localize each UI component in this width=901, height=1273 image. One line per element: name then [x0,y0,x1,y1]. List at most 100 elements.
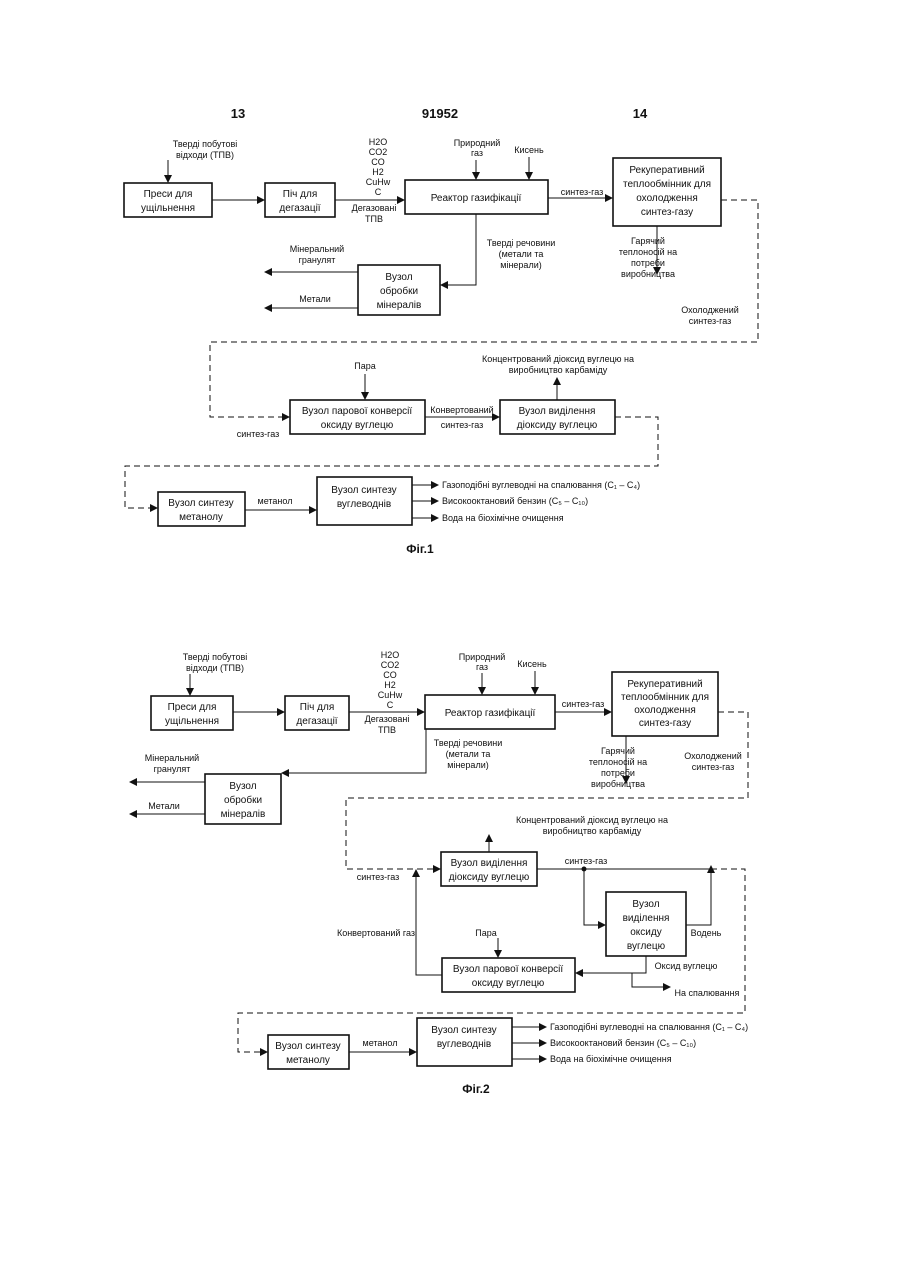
fig1-steam-label: Пара [354,361,376,371]
fig1-furnace-label-1: Піч для [283,189,317,200]
fig1-co2-sep-label-1: Вузол виділення [519,406,596,417]
fig1-steam-conv-label-2: оксиду вуглецю [321,420,394,431]
fig2-out-petrol-label: Високооктановий бензин (C₅ – C₁₀) [550,1038,696,1048]
fig2-steam-conv-label-1: Вузол парової конверсії [453,964,564,975]
fig2-gas-co: CO [383,670,397,680]
fig1-solids-label-3: мінерали) [500,260,541,270]
fig1-hot-carrier-label-1: Гарячий [631,236,665,246]
fig2-solids-label-3: мінерали) [447,760,488,770]
fig2-gas-c: C [387,700,394,710]
fig2-cooled-syngas-label-2: синтез-газ [692,762,735,772]
fig1-hot-carrier-label-3: потреби [631,258,665,268]
fig1-out-gas-label: Газоподібні вуглеводні на спалювання (C₁… [442,480,640,490]
fig1-press-label-1: Преси для [144,189,193,200]
fig2-heat-exchanger-label-2: теплообмінник для [621,691,709,703]
fig2-methanol-flow-label: метанол [363,1038,398,1048]
fig1-heat-exchanger-label-3: охолодження [636,193,698,204]
fig2-to-burn-label: На спалювання [675,988,740,998]
fig2-syngas-label: синтез-газ [562,699,605,709]
fig1-co2-sep-label-2: діоксиду вуглецю [517,420,598,431]
fig1-natural-gas-label-2: газ [471,148,483,158]
fig1-mineral-label-2: обробки [380,285,418,297]
fig2-syngas-mid-label: синтез-газ [565,856,608,866]
fig1-metals-label: Метали [299,294,331,304]
fig2-co-out-label: Оксид вуглецю [655,961,718,971]
fig2-oxygen-label: Кисень [517,659,547,669]
fig2-co-sep-label-1: Вузол [632,899,659,910]
fig2-co-sep-label-3: оксиду [630,927,661,938]
fig2-converted-gas-label: Конвертований газ [337,928,415,938]
patent-number: 91952 [422,106,458,121]
fig2-out-water-label: Вода на біохімічне очищення [550,1054,672,1064]
fig1-natural-gas-label-1: Природний [454,138,501,148]
fig1-reactor-label: Реактор газифікації [431,192,522,204]
fig2-gas-list: H2O CO2 CO H2 CuHw C [378,650,403,710]
fig2-caption: Фіг.2 [462,1082,490,1096]
fig2-hydrogen-label: Водень [691,928,722,938]
fig1-syngas-left-label: синтез-газ [237,429,280,439]
fig2-furnace-label-2: дегазації [296,716,337,727]
fig1-converted-label-1: Конвертований [430,405,493,415]
fig2-steam-label: Пара [475,928,497,938]
fig1-co2-out-label-1: Концентрований діоксид вуглецю на [482,354,634,364]
fig2-hydrocarbon-label-1: Вузол синтезу [431,1025,496,1036]
fig2-co2-out-label-2: виробництво карбаміду [543,826,642,836]
fig1-co2-out-label-2: виробництво карбаміду [509,365,608,375]
fig2-gas-co2: CO2 [381,660,400,670]
fig2-press-label-2: ущільнення [165,716,219,727]
fig2-hydrocarbon-label-2: вуглеводнів [437,1039,491,1050]
fig1-caption: Фіг.1 [406,542,434,556]
fig2-gas-cuhw: CuHw [378,690,403,700]
fig1-mineral-label-1: Вузол [385,272,412,283]
fig2-gas-h2o: H2O [381,650,400,660]
fig1-hot-carrier-label-2: теплоносій на [619,247,677,257]
fig2-gas-h2: H2 [384,680,396,690]
fig2-mineral-label-2: обробки [224,794,262,806]
fig2-hot-carrier-label-2: теплоносій на [589,757,647,767]
fig1-heat-exchanger-label-1: Рекуперативний [629,165,704,176]
fig2-methanol-label-2: метанолу [286,1055,330,1066]
fig2-syngas-left-label: синтез-газ [357,872,400,882]
page-number-right: 14 [633,106,648,121]
fig1-cooled-syngas-label-2: синтез-газ [689,316,732,326]
fig2-co2-sep-label-2: діоксиду вуглецю [449,872,530,883]
fig1-gas-co: CO [371,157,385,167]
fig2-natural-gas-label-1: Природний [459,652,506,662]
fig2-heat-exchanger-label-1: Рекуперативний [627,679,702,690]
fig2-reactor-label: Реактор газифікації [445,707,536,719]
fig2-degassed-label-2: ТПВ [378,725,396,735]
fig1-steam-conv-label-1: Вузол парової конверсії [302,406,413,417]
fig2-co2-out-label-1: Концентрований діоксид вуглецю на [516,815,668,825]
fig2-out-gas-label: Газоподібні вуглеводні на спалювання (C₁… [550,1022,748,1032]
fig2-hot-carrier-label-1: Гарячий [601,746,635,756]
fig2-granulate-label-2: гранулят [154,764,191,774]
fig1-solids-label-1: Тверді речовини [487,238,556,248]
fig2-degassed-label-1: Дегазовані [365,714,410,724]
fig2-furnace-label-1: Піч для [300,702,334,713]
fig2-mineral-label-1: Вузол [229,781,256,792]
fig1-gas-c: C [375,187,382,197]
fig2-solids-label-1: Тверді речовини [434,738,503,748]
fig1-gas-h2o: H2O [369,137,388,147]
fig1-gas-cuhw: CuHw [366,177,391,187]
fig1-msw-label-2: відходи (ТПВ) [176,150,234,160]
fig1-degassed-label-1: Дегазовані [352,203,397,213]
fig1-hydrocarbon-label-1: Вузол синтезу [331,485,396,496]
fig1-methanol-label-2: метанолу [179,512,223,523]
fig2-co-sep-label-4: вуглецю [627,941,666,952]
fig2-granulate-label-1: Мінеральний [145,753,199,763]
fig2-hot-carrier-label-4: виробництва [591,779,645,789]
fig1-mineral-label-3: мінералів [377,300,422,311]
fig2-press-label-1: Преси для [168,702,217,713]
fig1-granulate-label-1: Мінеральний [290,244,344,254]
fig1-converted-label-2: синтез-газ [441,420,484,430]
fig2-cooled-syngas-label-1: Охолоджений [684,751,742,761]
fig2-methanol-label-1: Вузол синтезу [275,1041,340,1052]
fig1-gas-co2: CO2 [369,147,388,157]
fig1-press-label-2: ущільнення [141,203,195,214]
fig1-oxygen-label: Кисень [514,145,544,155]
fig2-heat-exchanger-label-4: синтез-газу [639,718,691,729]
fig2-metals-label: Метали [148,801,180,811]
fig2-co-sep-label-2: виділення [623,913,670,924]
